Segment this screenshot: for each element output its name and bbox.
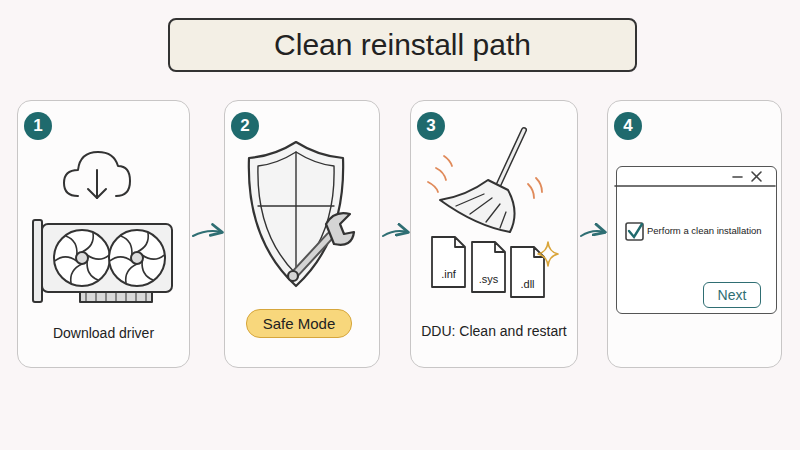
file-icon: .sys [470, 240, 507, 294]
node-label: Next [718, 287, 747, 303]
file-shape [511, 247, 544, 297]
file-extension: .dll [520, 278, 534, 290]
title-box: Clean reinstall path [168, 18, 637, 72]
step-panel: DDU: Clean and restart 3 .inf .sys .dll [410, 100, 578, 368]
window-chrome [615, 172, 775, 240]
callout-number: 1 [33, 116, 42, 136]
file-outline [509, 245, 546, 299]
step-number: 1 [24, 112, 52, 140]
file-outline [430, 235, 467, 289]
step-number: 4 [614, 112, 642, 140]
step-number: 3 [417, 112, 445, 140]
flow-arrow [193, 231, 221, 236]
node-label: Safe Mode [263, 315, 336, 332]
file-extension: .sys [479, 273, 499, 285]
file-shape [472, 242, 505, 292]
step-panel: Download driver 1 [17, 100, 190, 368]
step-caption: DDU: Clean and restart [411, 323, 577, 339]
file-icon: .inf [430, 235, 467, 289]
callout-number: 4 [623, 116, 632, 136]
file-extension: .inf [441, 268, 456, 280]
flow-arrow [383, 231, 407, 236]
file-shape [432, 237, 465, 287]
option-label: Perform a clean installation [647, 225, 775, 236]
installer-window: Perform a clean installationNext [616, 166, 777, 314]
step-panel: 4Perform a clean installationNext [607, 100, 782, 368]
shield-wrench-icon [249, 142, 354, 286]
diagram-title: Clean reinstall path [274, 28, 531, 62]
callout-number: 3 [426, 116, 435, 136]
step-number: 2 [231, 112, 259, 140]
cloud-download-icon [64, 152, 130, 198]
broom-icon [428, 130, 558, 266]
callout-number: 2 [240, 116, 249, 136]
file-outline [470, 240, 507, 294]
flow-arrow [581, 231, 604, 236]
file-icon: .dll [509, 245, 546, 299]
mode-pill: Safe Mode [246, 309, 352, 338]
graphics-card-icon [33, 220, 172, 302]
step-panel: 2Safe Mode [224, 100, 380, 368]
step-caption: Download driver [18, 325, 189, 341]
next-button: Next [703, 282, 761, 308]
